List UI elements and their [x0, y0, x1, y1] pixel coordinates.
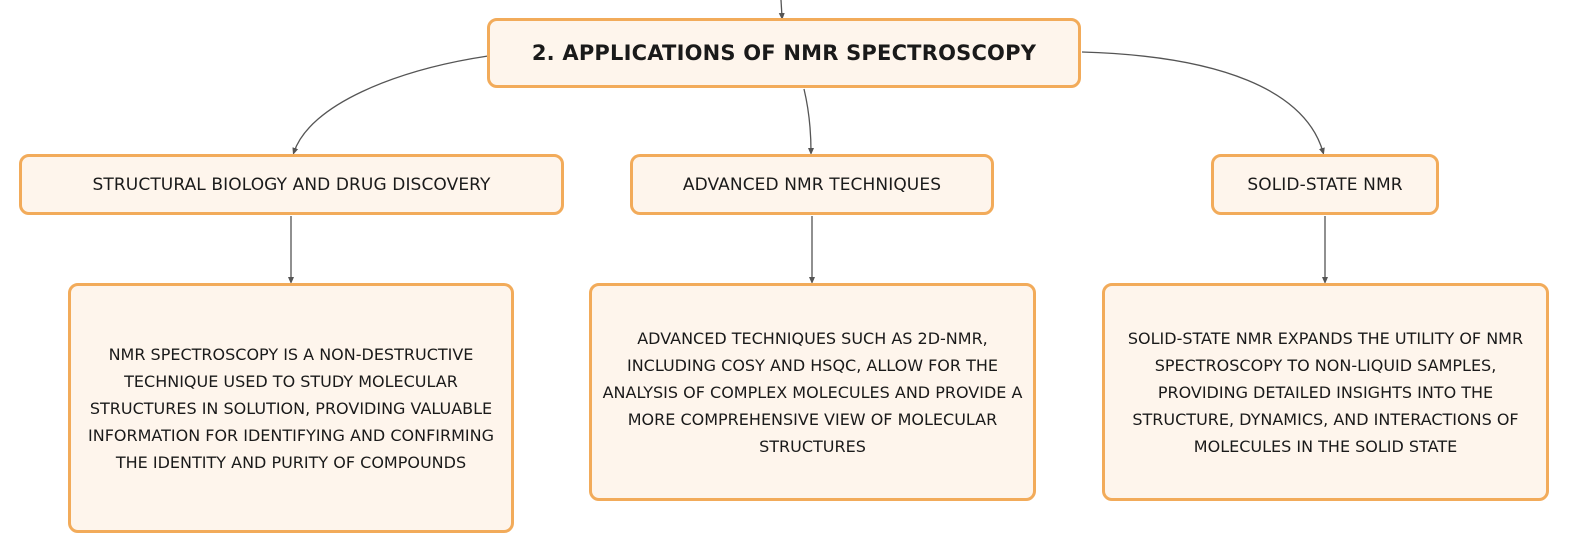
detail-node-solid-state-nmr[interactable]: SOLID-STATE NMR EXPANDS THE UTILITY OF N… [1102, 283, 1549, 501]
detail-node-text: NMR SPECTROSCOPY IS A NON-DESTRUCTIVE TE… [88, 344, 494, 472]
connector-parent-to-root [778, 0, 785, 20]
branch-node-structural-biology[interactable]: STRUCTURAL BIOLOGY AND DRUG DISCOVERY [19, 154, 564, 215]
branch-node-label: ADVANCED NMR TECHNIQUES [682, 174, 942, 195]
detail-node-structural-biology[interactable]: NMR SPECTROSCOPY IS A NON-DESTRUCTIVE TE… [68, 283, 514, 533]
connector-root-to-advanced [803, 88, 814, 155]
detail-node-text: SOLID-STATE NMR EXPANDS THE UTILITY OF N… [1127, 328, 1524, 456]
connector-root-to-solid [1081, 51, 1325, 155]
branch-node-label: SOLID-STATE NMR [1247, 174, 1403, 195]
branch-node-advanced-nmr[interactable]: ADVANCED NMR TECHNIQUES [630, 154, 994, 215]
detail-node-text: ADVANCED TECHNIQUES SUCH AS 2D-NMR, INCL… [602, 328, 1023, 456]
root-node[interactable]: 2. APPLICATIONS OF NMR SPECTROSCOPY [487, 18, 1081, 88]
branch-node-solid-state-nmr[interactable]: SOLID-STATE NMR [1211, 154, 1439, 215]
connector-root-to-structural [292, 55, 489, 155]
detail-node-advanced-nmr[interactable]: ADVANCED TECHNIQUES SUCH AS 2D-NMR, INCL… [589, 283, 1036, 501]
root-node-label: 2. APPLICATIONS OF NMR SPECTROSCOPY [531, 41, 1037, 65]
branch-node-label: STRUCTURAL BIOLOGY AND DRUG DISCOVERY [92, 174, 491, 195]
